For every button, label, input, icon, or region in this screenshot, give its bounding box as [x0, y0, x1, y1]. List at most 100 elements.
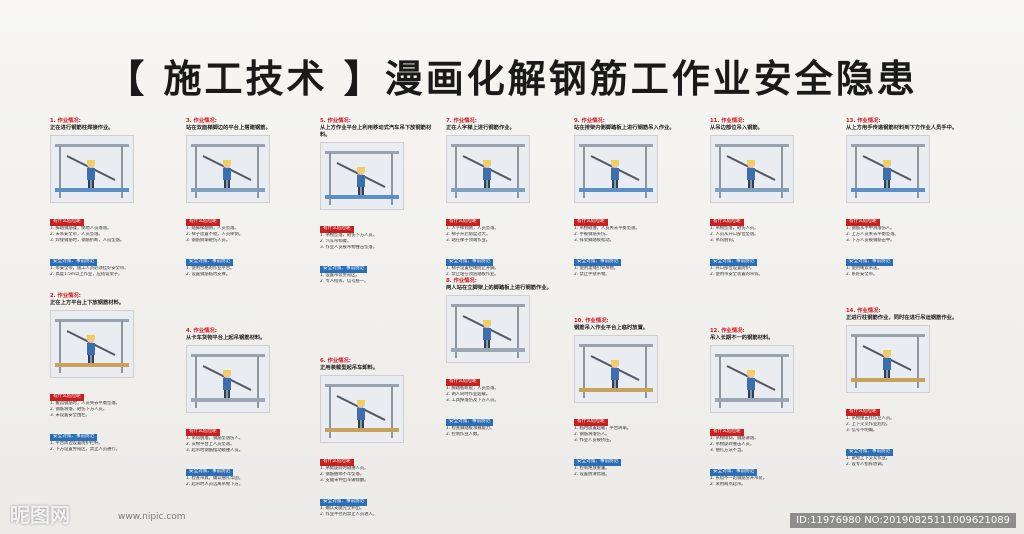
danger-section: 有什么危险呢 — [710, 207, 828, 226]
danger-line: 1. 吊臂旋转时碰撞人员。 — [320, 466, 369, 471]
scene-frame — [186, 345, 270, 413]
panel-number: 3. 作业情况: — [186, 118, 217, 124]
panel-number: 1. 作业情况: — [50, 118, 81, 124]
panel-column: 3. 作业情况:站在双面梯脚边的平台上搭建钢筋。 有什么危险呢 1. 踏脚梯翻倒，… — [186, 118, 304, 513]
panel-description: 正在上方平台上下放钢筋材料。 — [50, 300, 125, 306]
danger-line: 2. 未系安全带，人员坠落。 — [50, 231, 103, 237]
prevent-section: 安全对策、事前防范 — [710, 247, 828, 266]
prevent-section: 安全对策、事前防范 — [186, 457, 304, 476]
scene-frame — [446, 295, 530, 363]
danger-line: 3. 排架脚踏板松动。 — [574, 237, 614, 243]
panel-description: 从卡车货物平台上起吊钢筋材料。 — [186, 335, 266, 341]
prevent-line: 1. 检查吊具，确认捆扎牢固。 — [186, 476, 244, 482]
prevent-line: 1. 使用合格的作业平台。 — [186, 266, 235, 272]
prevent-line: 2. 禁止站在顶层踏板作业。 — [446, 272, 499, 278]
danger-header: 有什么危险呢 — [50, 394, 84, 401]
danger-line: 3. 钢筋倒塌砸伤人员。 — [186, 237, 231, 243]
danger-header: 有什么危险呢 — [846, 219, 880, 226]
prevent-section: 安全对策、事前防范 — [320, 254, 438, 273]
scene-illustration — [711, 346, 793, 412]
prevent-section: 安全对策、事前防范 — [574, 247, 692, 266]
danger-line: 3. 焊接钢筋时，钢筋折断，人员坠落。 — [50, 237, 125, 243]
danger-line: 3. 吊钩脱钩。 — [710, 237, 737, 243]
prevent-line: 1. 使用溜绳引导吊物。 — [574, 266, 619, 272]
danger-line: 1. 吊物坠落，砸伤人员。 — [710, 226, 759, 231]
danger-header: 有什么危险呢 — [446, 219, 480, 226]
prevent-header: 安全对策、事前防范 — [846, 259, 894, 266]
scene-frame — [710, 135, 794, 203]
scene-frame — [574, 335, 658, 403]
scene-illustration — [447, 136, 529, 202]
prevent-section: 安全对策、事前防范 — [320, 487, 438, 506]
danger-header: 有什么危险呢 — [574, 219, 608, 226]
danger-line: 2. 钢筋捆绑不牢坠落。 — [320, 471, 365, 477]
prevent-line: 2. 系好安全带。 — [846, 272, 878, 278]
prevent-line: 2. 专人指挥，信号统一。 — [320, 279, 369, 285]
panel-number: 12. 作业情况: — [710, 328, 745, 334]
danger-line: 1. 吊钩脱落，钢筋坠落伤人。 — [186, 436, 244, 441]
prevent-section: 安全对策、事前防范 — [50, 422, 168, 441]
panel-description: 正进行柱钢筋作业，同时在进行吊运钢筋作业。 — [846, 315, 958, 321]
prevent-section: 安全对策、事前防范 — [186, 247, 304, 266]
danger-line: 1. 人字梯倾倒，人员坠落。 — [446, 226, 499, 231]
panel-number: 14. 作业情况: — [846, 308, 881, 314]
danger-line: 1. 吊物倾斜，钢筋滑落。 — [710, 436, 759, 441]
prevent-line: 2. 下方设置警戒区，禁止人员通行。 — [50, 447, 120, 453]
prevent-line: 2. 起吊时人员远离吊物下方。 — [186, 482, 244, 488]
danger-section: 有什么危险呢 — [846, 207, 964, 226]
scene-illustration — [847, 326, 929, 392]
danger-line: 2. 吊物旋转撞击人员。 — [710, 441, 755, 447]
panel-number: 5. 作业情况: — [320, 118, 351, 124]
scene-illustration — [51, 311, 133, 377]
watermark-logo: 昵图网 — [10, 503, 70, 527]
danger-line: 3. 起吊时钢筋摆动碰撞人员。 — [186, 447, 244, 453]
panel-description: 站在双面梯脚边的平台上搭建钢筋。 — [186, 125, 271, 131]
image-id-bar: ID:11976980 NO:20190825111009621089 — [790, 513, 1016, 528]
scene-illustration — [575, 136, 657, 202]
scene-illustration — [711, 136, 793, 202]
prevent-header: 安全对策、事前防范 — [710, 469, 758, 476]
panel-number: 13. 作业情况: — [846, 118, 881, 124]
danger-line: 2. 上下交叉作业危险。 — [846, 421, 891, 427]
prevent-line: 1. 平台周边设置防护栏杆。 — [50, 441, 103, 447]
danger-line: 2. 上方人员失去平衡坠落。 — [846, 231, 899, 237]
prevent-line: 2. 设置防滑措施。 — [574, 472, 610, 478]
panel-number: 7. 作业情况: — [446, 118, 477, 124]
panel-description: 钢筋吊入作业平台上临时放置。 — [574, 325, 649, 331]
danger-line: 1. 搬运钢筋时，人员失去平衡坠落。 — [50, 401, 120, 406]
danger-line: 1. 踏脚梯翻倒，人员坠落。 — [186, 226, 239, 231]
prevent-section: 安全对策、事前防范 — [446, 247, 564, 266]
prevent-section: 安全对策、事前防范 — [574, 447, 692, 466]
danger-line: 1. 脚踏钢筋操，倒地人员落落。 — [50, 226, 112, 231]
danger-header: 有什么危险呢 — [320, 459, 354, 466]
danger-line: 2. 两人同时作业超载。 — [446, 391, 491, 397]
prevent-header: 安全对策、事前防范 — [320, 499, 368, 506]
prevent-line: 2. 采用两点起吊。 — [710, 482, 746, 488]
prevent-line: 2. 高度1.5m以上作业，应搭设架子。 — [50, 272, 123, 278]
danger-section: 有什么危险呢 — [446, 367, 564, 386]
panel-number: 2. 作业情况: — [50, 293, 81, 299]
danger-section: 有什么危险呢 — [574, 407, 692, 426]
danger-line: 3. 工具掉落伤及下方人员。 — [446, 397, 499, 403]
panel-number: 11. 作业情况: — [710, 118, 745, 124]
scene-illustration — [575, 336, 657, 402]
danger-line: 3. 捆扎方法不当。 — [710, 447, 746, 453]
danger-header: 有什么危险呢 — [710, 429, 744, 436]
scene-frame — [846, 135, 930, 203]
panel-number: 8. 作业情况: — [446, 278, 477, 284]
prevent-header: 安全对策、事前防范 — [846, 449, 894, 456]
danger-section: 有什么危险呢 — [186, 417, 304, 436]
danger-header: 有什么危险呢 — [446, 379, 480, 386]
prevent-line: 1. 控制堆放重量。 — [574, 466, 610, 472]
scene-frame — [574, 135, 658, 203]
